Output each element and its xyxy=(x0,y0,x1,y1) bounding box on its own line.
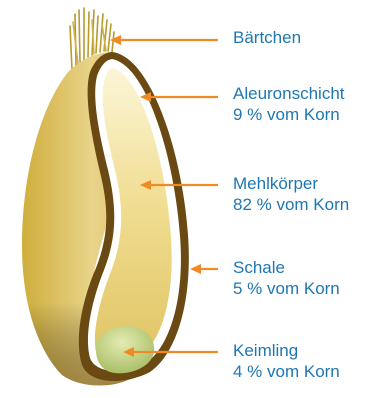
label-mehlkoerper: Mehlkörper 82 % vom Korn xyxy=(233,173,349,215)
label-mehlkoerper-name: Mehlkörper xyxy=(233,173,349,194)
label-baertchen: Bärtchen xyxy=(233,27,301,48)
label-aleuronschicht-name: Aleuronschicht xyxy=(233,83,345,104)
label-aleuronschicht-detail: 9 % vom Korn xyxy=(233,104,345,125)
label-keimling-name: Keimling xyxy=(233,340,340,361)
label-mehlkoerper-detail: 82 % vom Korn xyxy=(233,194,349,215)
label-schale: Schale 5 % vom Korn xyxy=(233,257,340,299)
arrowhead-baertchen xyxy=(110,35,121,45)
label-aleuronschicht: Aleuronschicht 9 % vom Korn xyxy=(233,83,345,125)
label-baertchen-name: Bärtchen xyxy=(233,27,301,48)
label-schale-detail: 5 % vom Korn xyxy=(233,278,340,299)
label-keimling-detail: 4 % vom Korn xyxy=(233,361,340,382)
arrowhead-schale xyxy=(190,264,201,274)
label-keimling: Keimling 4 % vom Korn xyxy=(233,340,340,382)
label-schale-name: Schale xyxy=(233,257,340,278)
